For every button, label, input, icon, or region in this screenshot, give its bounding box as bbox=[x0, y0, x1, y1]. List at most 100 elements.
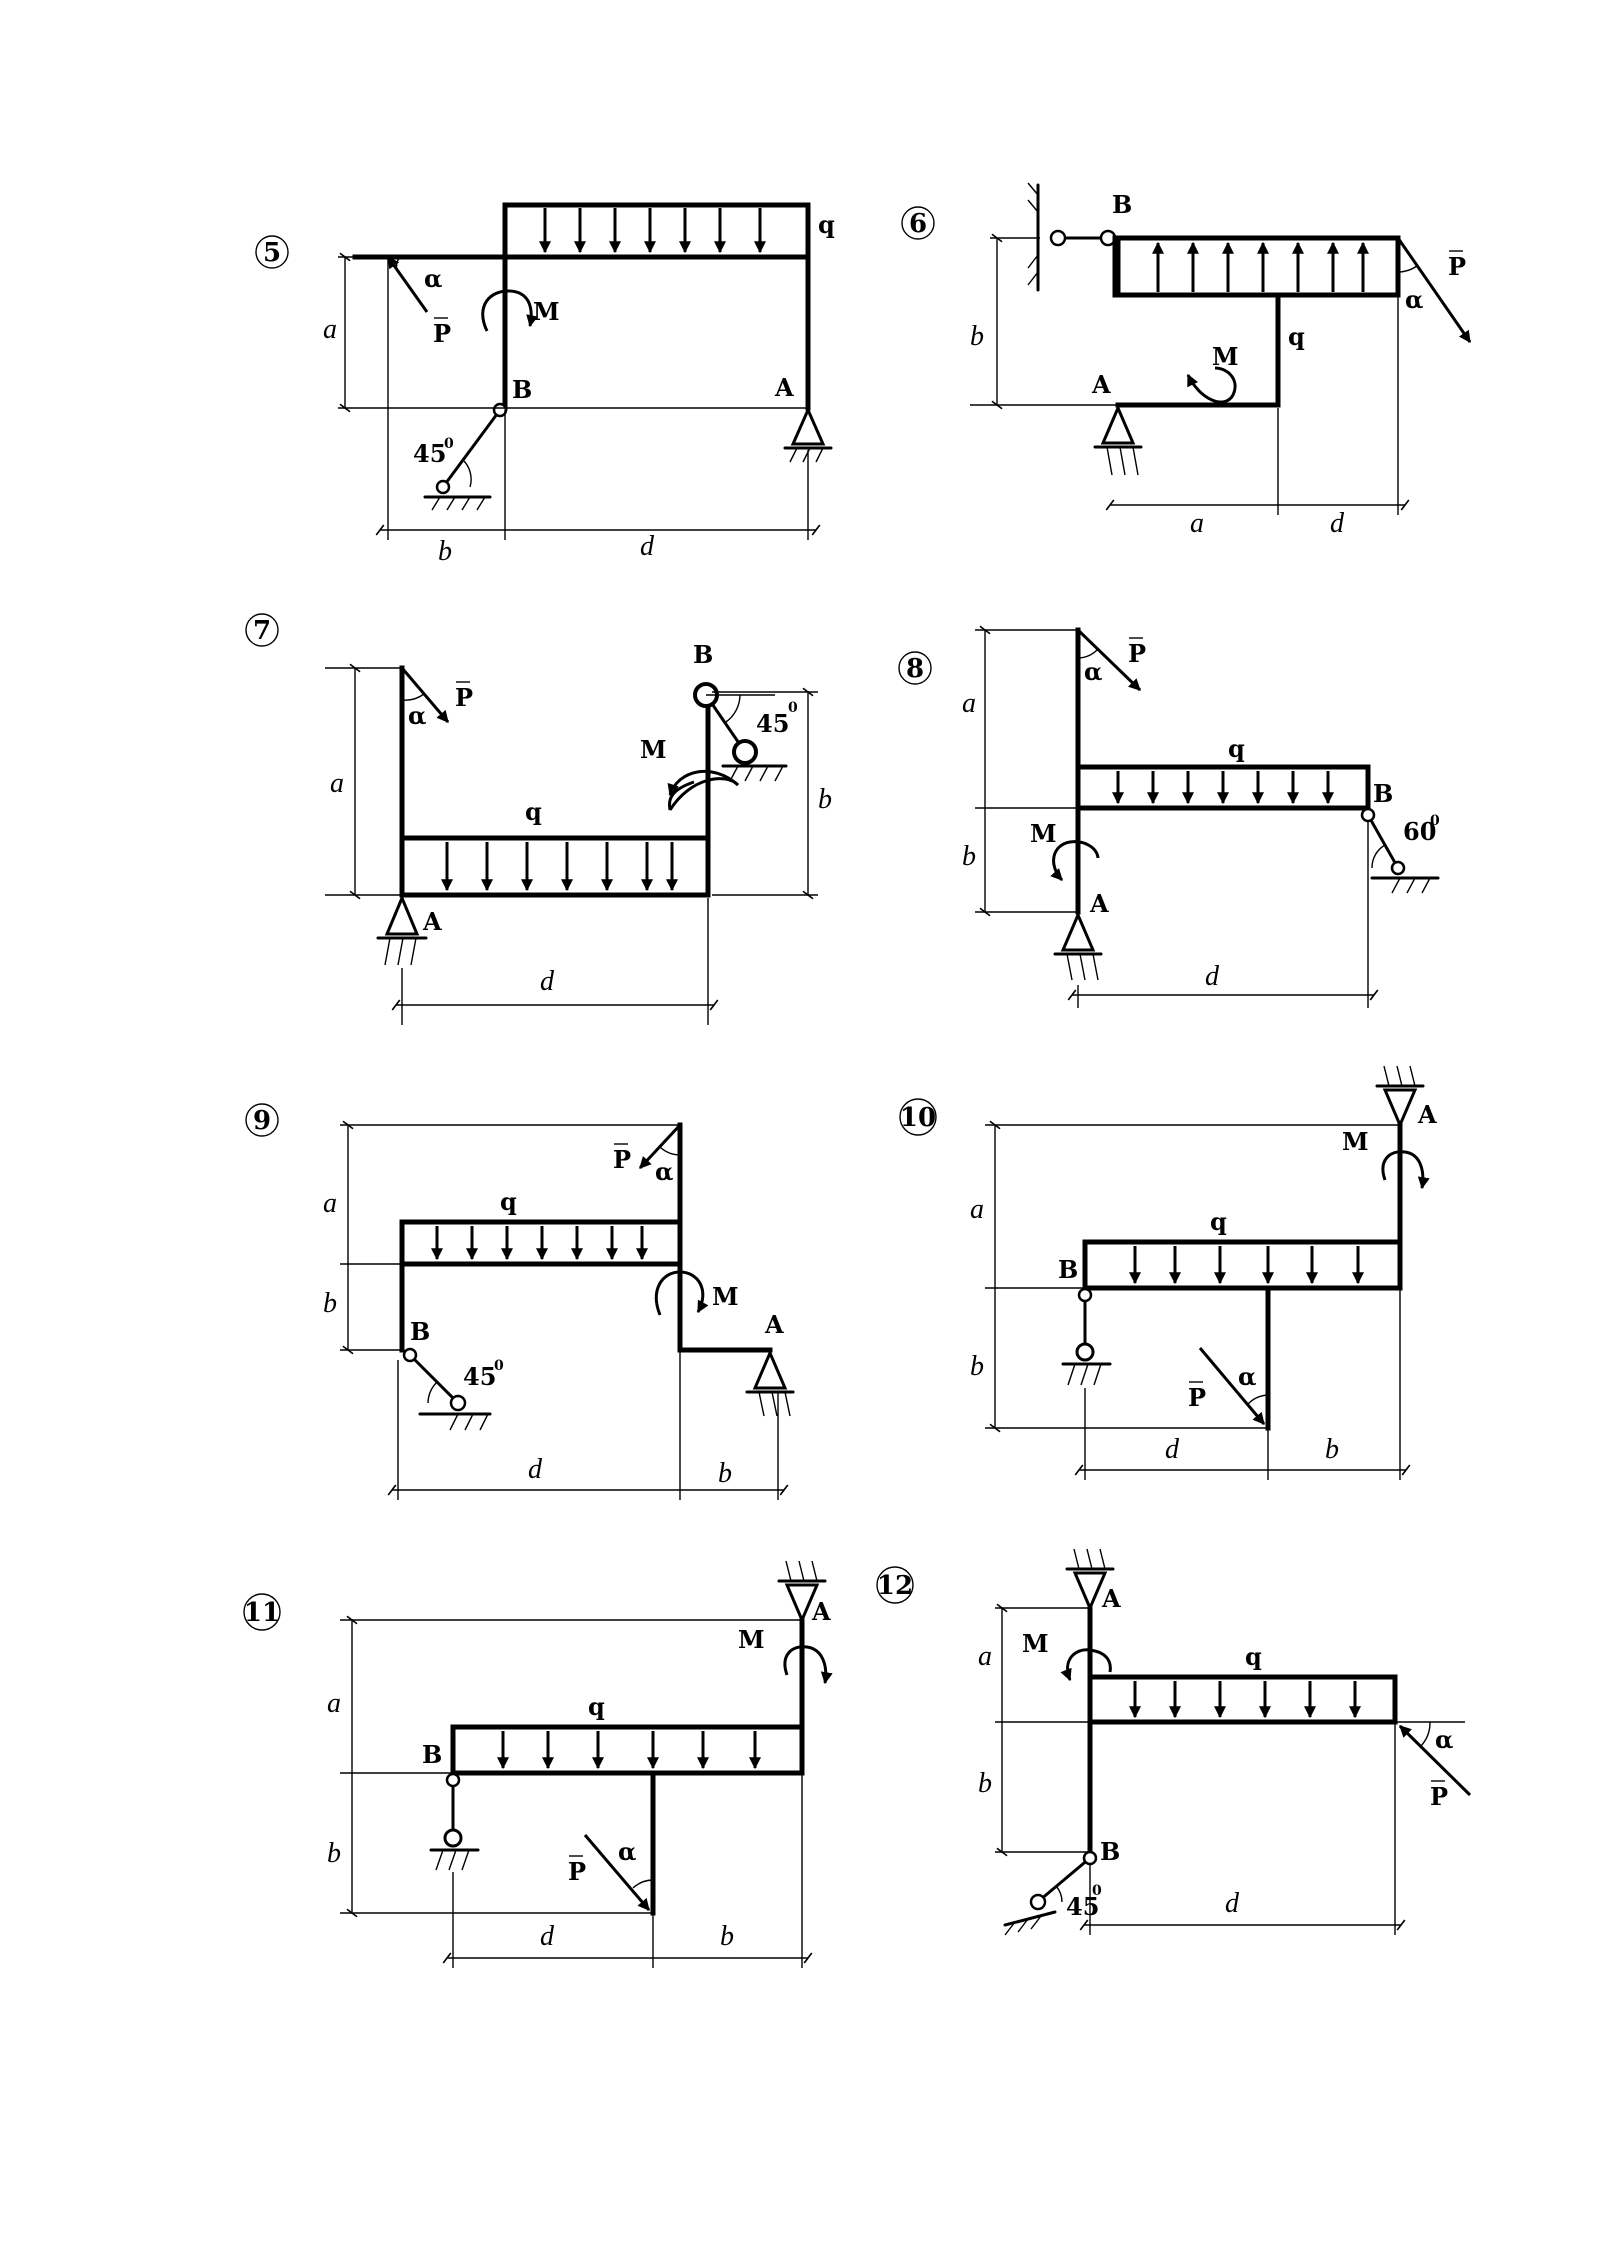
distributed-load bbox=[399, 1219, 683, 1267]
hinge-b bbox=[402, 1347, 418, 1363]
moment-label: M bbox=[1030, 819, 1057, 848]
point-a-label: A bbox=[764, 1310, 784, 1339]
moment-arrow bbox=[654, 1270, 709, 1316]
angle-label: α bbox=[408, 701, 426, 730]
problem-number: 12 bbox=[877, 1571, 913, 1601]
ground-hatch bbox=[785, 1560, 818, 1582]
hinge-b bbox=[445, 1772, 461, 1788]
problem-number: 9 bbox=[253, 1106, 271, 1136]
hinge-ground bbox=[449, 1394, 467, 1412]
support-rod bbox=[1366, 813, 1400, 870]
moment-arrow bbox=[481, 289, 538, 332]
dim-d-label: d bbox=[1225, 1888, 1240, 1919]
ground-hatch bbox=[431, 496, 486, 511]
degree-mark: 0 bbox=[444, 436, 454, 452]
force-arrow bbox=[583, 1834, 651, 1911]
hinge-ground bbox=[1390, 860, 1406, 876]
hinge-ground bbox=[435, 479, 451, 495]
problem-number-circle bbox=[243, 1593, 281, 1631]
dim-a-label: a bbox=[1190, 508, 1204, 539]
load-label: q bbox=[588, 1692, 605, 1721]
problem-number: 11 bbox=[244, 1598, 280, 1628]
dim-d-label: d bbox=[1165, 1434, 1180, 1465]
point-b-label: B bbox=[512, 375, 532, 404]
problem-number-circle bbox=[901, 206, 935, 240]
load-arrows bbox=[1129, 1246, 1364, 1285]
dim-d-label: d bbox=[640, 531, 655, 562]
force-label: P bbox=[613, 1145, 631, 1174]
point-a-label: A bbox=[811, 1597, 831, 1626]
moment-arrow bbox=[783, 1645, 833, 1685]
support-rod bbox=[1038, 1856, 1092, 1902]
problem-number: 10 bbox=[900, 1103, 936, 1133]
pin-support-a bbox=[790, 406, 826, 446]
problem-9: 9 q α P M 45 0 B A a b d b bbox=[245, 1103, 795, 1500]
point-a-label: A bbox=[774, 373, 794, 402]
moment-label: M bbox=[640, 735, 667, 764]
dim-d-label: d bbox=[1205, 961, 1220, 992]
angle-45-label: 45 bbox=[1066, 1892, 1099, 1921]
point-b-label: B bbox=[410, 1317, 430, 1346]
angle-arc bbox=[1247, 1394, 1269, 1405]
angle-45-label: 45 bbox=[413, 439, 446, 468]
load-arrows bbox=[1152, 241, 1369, 292]
dim-b-label: b bbox=[978, 1768, 992, 1799]
problem-number-circle bbox=[898, 651, 932, 685]
hinge-b bbox=[1082, 1850, 1098, 1866]
angle-arc-45 bbox=[427, 1381, 438, 1404]
angle-arc bbox=[632, 1879, 654, 1889]
problem-number: 6 bbox=[909, 209, 927, 239]
degree-mark: 0 bbox=[788, 700, 798, 716]
moment-label: M bbox=[1212, 342, 1239, 371]
dim-b2-label: b bbox=[1325, 1434, 1339, 1465]
hinge-b bbox=[492, 402, 508, 418]
angle-label: α bbox=[1405, 285, 1423, 314]
support-rod bbox=[408, 1353, 460, 1405]
ground-hatch bbox=[1066, 953, 1099, 981]
distributed-load bbox=[450, 1724, 805, 1776]
problem-number-circle bbox=[245, 1103, 279, 1137]
ground-hatch bbox=[1004, 1915, 1042, 1936]
hinge-wall bbox=[1049, 229, 1067, 247]
dim-b-label: b bbox=[438, 536, 452, 567]
problem-8: 8 q α P M 60 0 B A a b d bbox=[898, 625, 1440, 1008]
dim-d-label: d bbox=[540, 966, 555, 997]
hinge-ground bbox=[1075, 1342, 1095, 1362]
frame bbox=[450, 1617, 805, 1916]
ground-hatch bbox=[1391, 877, 1431, 894]
hinge-ground bbox=[443, 1828, 463, 1848]
moment-label: M bbox=[1342, 1127, 1369, 1156]
point-a-label: A bbox=[1417, 1100, 1437, 1129]
angle-arc bbox=[395, 256, 401, 272]
problem-number: 7 bbox=[253, 616, 271, 646]
moment-label: M bbox=[738, 1625, 765, 1654]
load-arrows bbox=[1129, 1681, 1361, 1719]
dim-b-label: b bbox=[818, 784, 832, 815]
dim-b2-label: b bbox=[718, 1458, 732, 1489]
load-label: q bbox=[1210, 1207, 1227, 1236]
point-a-label: A bbox=[1089, 889, 1109, 918]
angle-45-label: 45 bbox=[756, 709, 789, 738]
support-rod bbox=[441, 408, 502, 489]
pin-support-a bbox=[1072, 1571, 1108, 1612]
distributed-load bbox=[1087, 1674, 1398, 1725]
distributed-load bbox=[502, 202, 811, 260]
dim-a-label: a bbox=[978, 1641, 992, 1672]
pin-support-a bbox=[384, 894, 420, 936]
force-label: P bbox=[568, 1857, 586, 1886]
dim-b-label: b bbox=[970, 321, 984, 352]
problem-number-circle bbox=[899, 1098, 937, 1136]
degree-mark: 0 bbox=[494, 1358, 504, 1374]
angle-arc-45 bbox=[1055, 1885, 1063, 1903]
force-label: P bbox=[1448, 252, 1466, 281]
angle-label: α bbox=[655, 1157, 673, 1186]
point-b-label: B bbox=[1058, 1255, 1078, 1284]
dim-b-label: b bbox=[323, 1288, 337, 1319]
hinge-b bbox=[1077, 1287, 1093, 1303]
point-b-label: B bbox=[1100, 1837, 1120, 1866]
dim-b2-label: b bbox=[720, 1921, 734, 1952]
force-label: P bbox=[1188, 1383, 1206, 1412]
problem-12: 12 q α P M A 45 0 B a b d bbox=[876, 1548, 1472, 1936]
force-arrow bbox=[638, 1123, 682, 1170]
pin-support-a bbox=[1060, 911, 1096, 952]
